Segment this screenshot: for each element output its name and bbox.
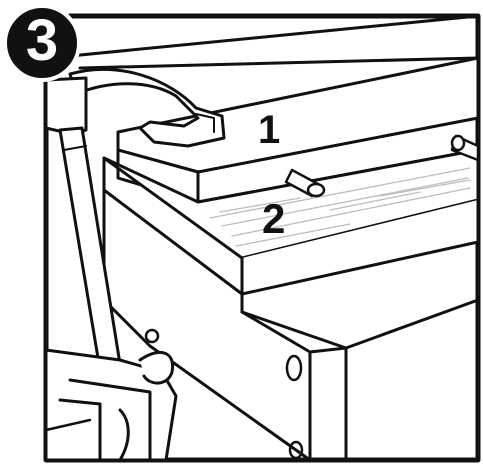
- board-2: [102, 148, 480, 296]
- dowel-hole: [285, 354, 303, 382]
- dowel-hole: [288, 440, 304, 460]
- dowel-icon: [284, 134, 480, 198]
- step-number: 3: [25, 8, 59, 73]
- frame-border: [43, 13, 481, 463]
- clamp-handle: [44, 328, 178, 462]
- step-number-badge: 3: [3, 4, 81, 82]
- side-panel: [102, 188, 480, 462]
- clamp-icon: [68, 67, 226, 148]
- hammer-icon: [44, 76, 122, 372]
- wood-grain: [209, 167, 471, 247]
- part-label-1: 1: [258, 108, 281, 152]
- part-label-2: 2: [262, 195, 286, 242]
- back-panel-edge: [68, 14, 480, 70]
